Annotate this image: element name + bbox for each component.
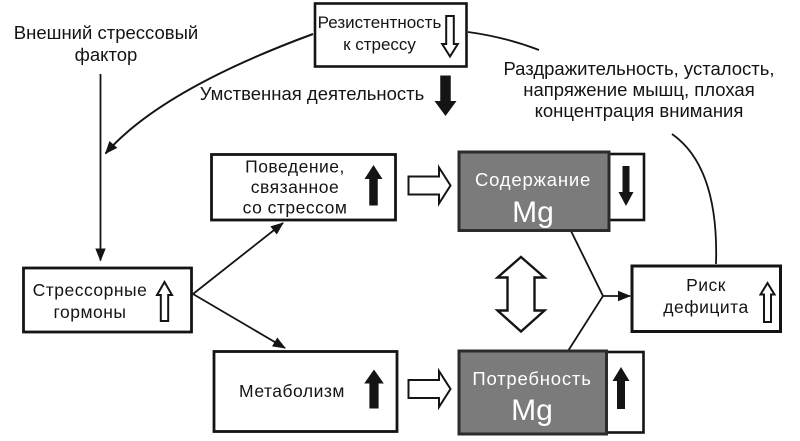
svg-text:напряжение мышц, плохая: напряжение мышц, плохая [523, 79, 754, 100]
svg-text:со стрессом: со стрессом [243, 198, 348, 218]
svg-text:Потребность: Потребность [472, 368, 591, 389]
svg-text:к стрессу: к стрессу [343, 35, 416, 54]
svg-text:Mg: Mg [512, 196, 554, 229]
svg-text:Резистентность: Резистентность [318, 13, 442, 32]
svg-text:Внешний стрессовый: Внешний стрессовый [14, 22, 198, 43]
svg-text:гормоны: гормоны [54, 302, 127, 322]
svg-text:Поведение,: Поведение, [245, 157, 345, 177]
svg-text:связанное: связанное [251, 177, 339, 197]
svg-text:фактор: фактор [75, 44, 138, 65]
svg-text:Метаболизм: Метаболизм [239, 381, 345, 401]
svg-text:дефицита: дефицита [663, 297, 748, 317]
svg-text:Содержание: Содержание [475, 169, 591, 190]
svg-text:Риск: Риск [686, 275, 726, 295]
svg-text:Стрессорные: Стрессорные [33, 280, 148, 300]
svg-text:Раздражительность, усталость,: Раздражительность, усталость, [503, 58, 774, 79]
svg-text:Умственная деятельность: Умственная деятельность [200, 83, 425, 104]
svg-text:концентрация внимания: концентрация внимания [535, 100, 744, 121]
svg-text:Mg: Mg [511, 394, 553, 427]
